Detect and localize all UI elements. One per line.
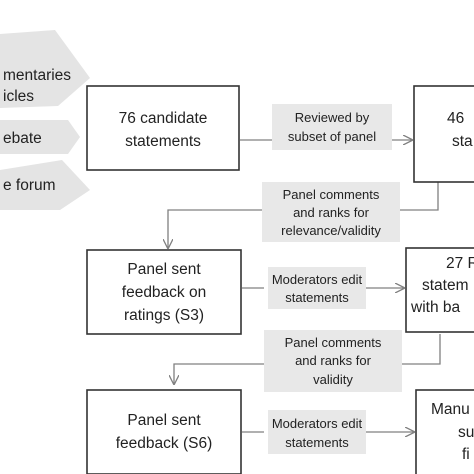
box-candidate-line2: statements <box>125 133 201 150</box>
label-comments1-line3: relevance/validity <box>281 223 381 238</box>
source-commentaries-line2: icles <box>3 88 34 105</box>
box-candidate-statements: 76 candidate statements <box>86 85 240 171</box>
label-moderators-edit-1: Moderators edit statements <box>268 267 366 309</box>
label-reviewed-by-panel: Reviewed by subset of panel <box>272 104 392 150</box>
label-reviewed-line2: subset of panel <box>288 129 376 144</box>
label-comments-validity: Panel comments and ranks for validity <box>264 330 402 392</box>
label-moderators1-line1: Moderators edit <box>272 272 363 287</box>
box-46-line2: sta <box>452 133 473 150</box>
box-feedback-s3: Panel sent feedback on ratings (S3) <box>86 249 242 335</box>
label-comments2-line2: and ranks for <box>295 353 372 368</box>
connector-arrows <box>168 140 441 432</box>
box-manuscript: Manu su fi <box>415 389 474 474</box>
source-commentaries-line1: mentaries <box>3 67 71 84</box>
box-27-line1: 27 R <box>446 255 474 272</box>
label-moderators1-line2: statements <box>285 290 349 305</box>
box-27-line3: with ba <box>410 299 460 316</box>
box-feedback-s3-line2: feedback on <box>122 284 206 301</box>
label-moderators-edit-2: Moderators edit statements <box>268 410 366 454</box>
box-feedback-s6-line2: feedback (S6) <box>116 435 213 452</box>
box-manuscript-line3: fi <box>462 446 470 463</box>
box-candidate-line1: 76 candidate <box>119 110 208 127</box>
label-reviewed-line1: Reviewed by <box>295 110 370 125</box>
box-manuscript-line1: Manu <box>431 401 470 418</box>
source-forum: e forum <box>0 160 90 210</box>
source-forum-label: e forum <box>3 177 56 194</box>
box-feedback-s3-line1: Panel sent <box>127 261 201 278</box>
label-comments2-line3: validity <box>313 372 353 387</box>
label-comments-relevance-validity: Panel comments and ranks for relevance/v… <box>262 182 400 242</box>
box-manuscript-line2: su <box>458 424 474 441</box>
box-27-line2: statem <box>422 277 469 294</box>
source-debate-label: ebate <box>3 130 42 147</box>
label-comments2-line1: Panel comments <box>285 335 382 350</box>
box-46-statements: 46 sta <box>413 85 474 183</box>
source-debate: ebate <box>0 120 80 154</box>
source-commentaries: mentaries icles <box>0 30 90 108</box>
box-27-statements: 27 R statem with ba <box>405 247 474 333</box>
box-feedback-s6: Panel sent feedback (S6) <box>86 389 242 474</box>
box-feedback-s6-line1: Panel sent <box>127 412 201 429</box>
label-moderators2-line2: statements <box>285 435 349 450</box>
label-comments1-line2: and ranks for <box>293 205 370 220</box>
label-moderators2-line1: Moderators edit <box>272 416 363 431</box>
box-46-line1: 46 <box>447 110 464 127</box>
box-feedback-s3-line3: ratings (S3) <box>124 307 204 324</box>
label-comments1-line1: Panel comments <box>283 187 380 202</box>
